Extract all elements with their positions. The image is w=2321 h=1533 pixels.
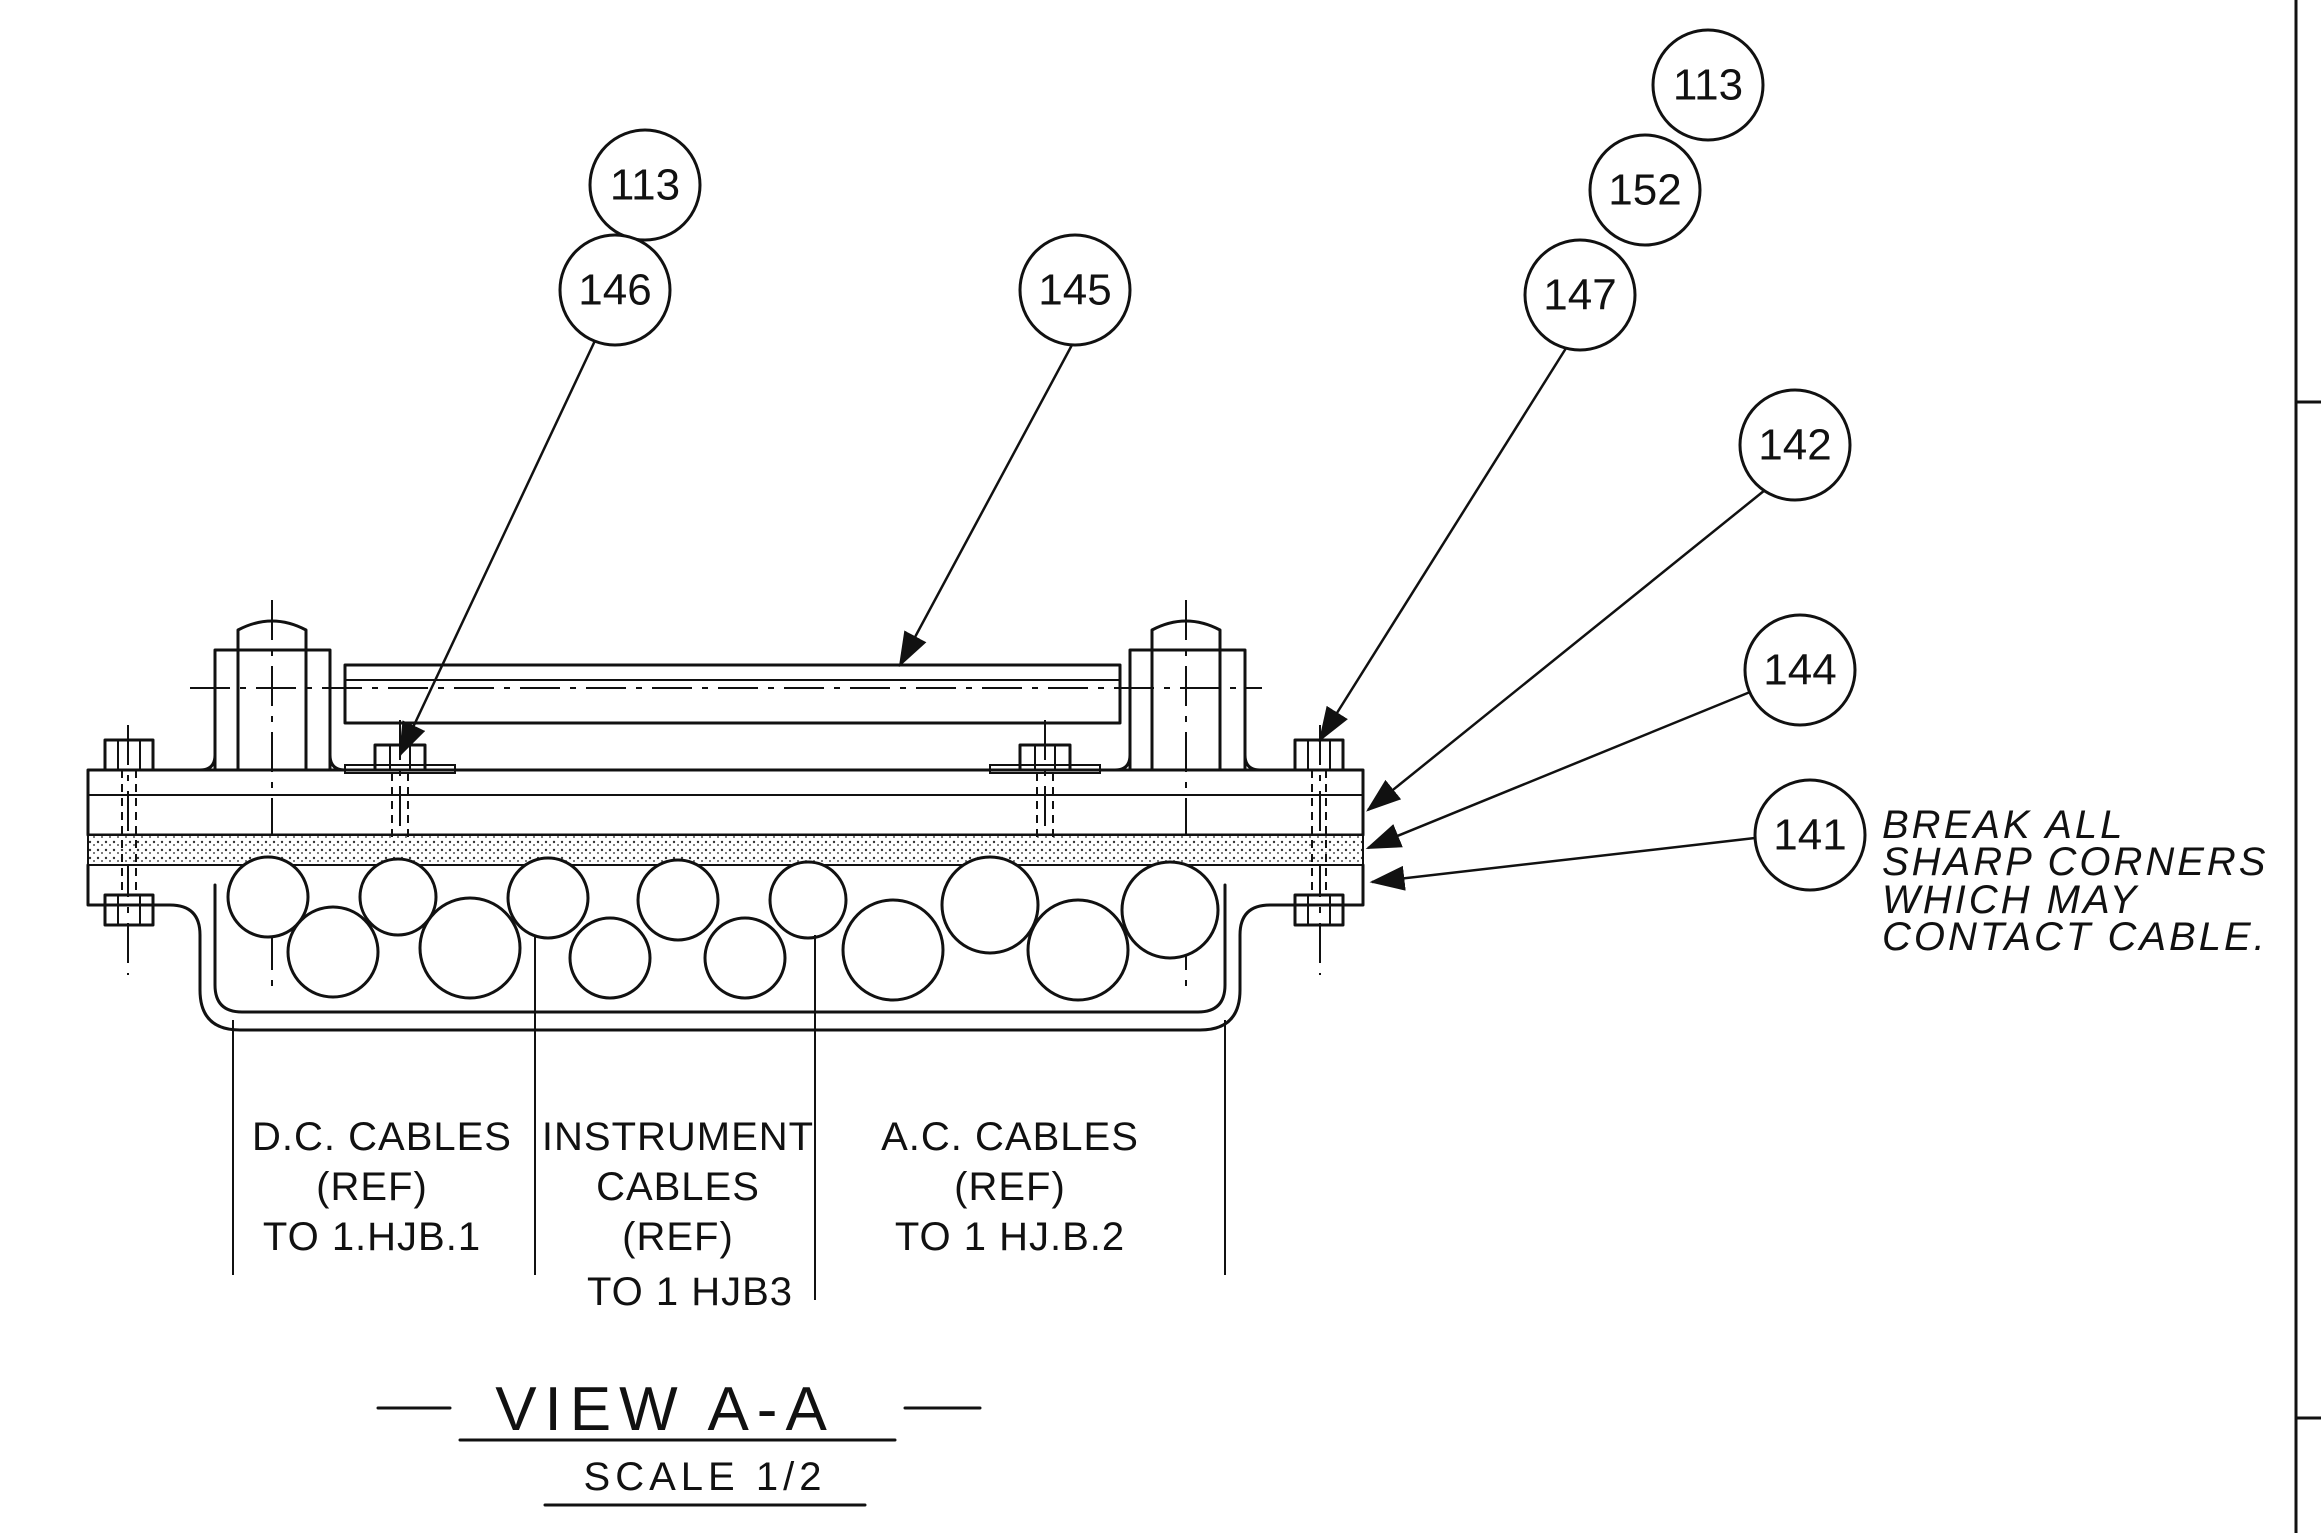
channel-tray xyxy=(86,863,1365,1032)
bolt-right-inner xyxy=(989,743,1101,840)
svg-text:(REF): (REF) xyxy=(316,1165,428,1209)
svg-text:142: 142 xyxy=(1758,421,1831,470)
svg-text:SHARP CORNERS: SHARP CORNERS xyxy=(1882,840,2268,884)
balloon-146: 146 xyxy=(558,233,672,347)
balloon-144: 144 xyxy=(1743,613,1857,727)
cable xyxy=(1026,898,1130,1002)
cable xyxy=(940,855,1040,955)
left-hinge-bracket xyxy=(198,619,347,772)
leader-lines xyxy=(398,329,1766,891)
svg-text:WHICH MAY: WHICH MAY xyxy=(1882,878,2140,922)
right-hinge-bracket xyxy=(1113,619,1262,772)
balloon-113-right: 113 xyxy=(1651,28,1765,142)
cable xyxy=(286,905,380,999)
cable xyxy=(768,860,848,940)
cable xyxy=(358,857,438,937)
dc-cables-label: D.C. CABLES (REF) TO 1.HJB.1 xyxy=(252,1115,512,1259)
svg-text:SCALE 1/2: SCALE 1/2 xyxy=(584,1455,827,1499)
cable xyxy=(568,916,652,1000)
balloon-145: 145 xyxy=(1018,233,1132,347)
svg-text:BREAK ALL: BREAK ALL xyxy=(1882,803,2125,847)
balloon-113-left: 113 xyxy=(588,128,702,242)
svg-text:141: 141 xyxy=(1773,811,1846,860)
svg-text:152: 152 xyxy=(1608,166,1681,215)
cable xyxy=(636,858,720,942)
bolt-left-outer xyxy=(103,738,155,927)
svg-text:TO 1 HJ.B.2: TO 1 HJ.B.2 xyxy=(895,1215,1125,1259)
balloon-142: 142 xyxy=(1738,388,1852,502)
svg-text:CABLES: CABLES xyxy=(596,1165,760,1209)
balloon-141: 141 xyxy=(1753,778,1867,892)
svg-text:(REF): (REF) xyxy=(622,1215,734,1259)
svg-text:VIEW A-A: VIEW A-A xyxy=(495,1375,835,1444)
hinge-rod xyxy=(343,663,1122,725)
cable xyxy=(841,898,945,1002)
view-title: VIEW A-A SCALE 1/2 xyxy=(376,1375,982,1507)
svg-text:113: 113 xyxy=(610,161,680,210)
balloon-147: 147 xyxy=(1523,238,1637,352)
cable xyxy=(703,916,787,1000)
svg-text:A.C. CABLES: A.C. CABLES xyxy=(881,1115,1139,1159)
svg-text:144: 144 xyxy=(1763,646,1836,695)
cables xyxy=(226,855,1220,1002)
cable xyxy=(226,855,310,939)
balloon-152: 152 xyxy=(1588,133,1702,247)
svg-text:CONTACT CABLE.: CONTACT CABLE. xyxy=(1882,915,2268,959)
cover-bar xyxy=(86,768,1365,837)
section-dividers xyxy=(232,935,1226,1300)
bolt-right-outer xyxy=(1293,738,1345,927)
svg-text:TO 1.HJB.1: TO 1.HJB.1 xyxy=(263,1215,481,1259)
cable xyxy=(506,856,590,940)
cable xyxy=(1120,860,1220,960)
sheet-border xyxy=(2294,0,2321,1533)
svg-text:145: 145 xyxy=(1038,266,1111,315)
svg-text:147: 147 xyxy=(1543,271,1616,320)
svg-text:TO 1 HJB3: TO 1 HJB3 xyxy=(587,1270,793,1314)
ac-cables-label: A.C. CABLES (REF) TO 1 HJ.B.2 xyxy=(881,1115,1139,1259)
cable xyxy=(418,896,522,1000)
svg-text:D.C. CABLES: D.C. CABLES xyxy=(252,1115,512,1159)
svg-text:146: 146 xyxy=(578,266,651,315)
instrument-cables-label: INSTRUMENT CABLES (REF) TO 1 HJB3 xyxy=(542,1115,814,1314)
svg-text:(REF): (REF) xyxy=(954,1165,1066,1209)
svg-text:INSTRUMENT: INSTRUMENT xyxy=(542,1115,814,1159)
break-corners-note: BREAK ALL SHARP CORNERS WHICH MAY CONTAC… xyxy=(1882,803,2268,959)
gasket-strip xyxy=(87,834,1364,866)
svg-text:113: 113 xyxy=(1673,61,1743,110)
